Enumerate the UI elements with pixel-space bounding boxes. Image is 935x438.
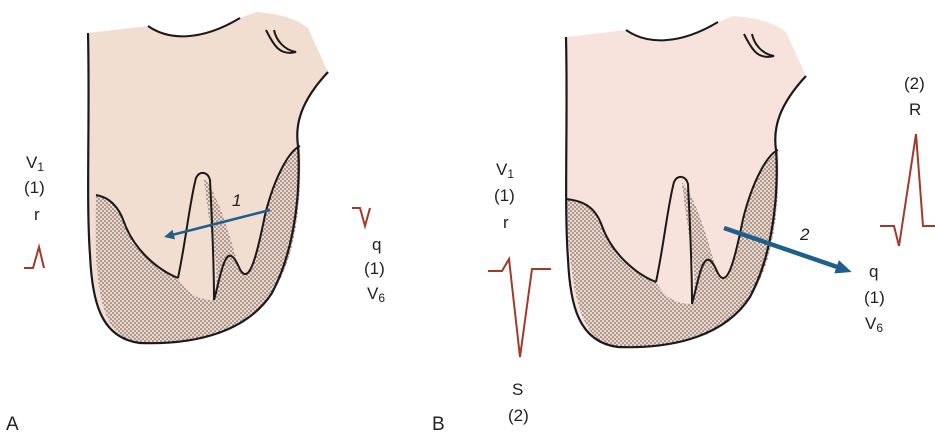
panel-b-v1-wave: r — [503, 213, 509, 233]
panel-b-v6-lead: V6 — [865, 314, 883, 338]
panel-b-v6-wave-top: R — [909, 100, 921, 120]
panel-b-v1-lead: V1 — [496, 160, 514, 184]
ecg-a-v6-trace — [352, 208, 370, 226]
ecg-b-v1-trace — [488, 259, 551, 357]
panel-b-v6-step: (1) — [864, 288, 885, 308]
vector-a-label: 1 — [232, 191, 241, 210]
panel-a-v6-wave: q — [372, 235, 381, 255]
panel-a-v6-lead: V6 — [367, 284, 385, 308]
panel-b-v1-wave2: S — [512, 380, 523, 400]
panel-b-v1-step2: (2) — [508, 406, 529, 426]
panel-b-v6-wave: q — [869, 262, 878, 282]
ecg-a-v1-trace — [24, 247, 44, 268]
panel-b-letter: B — [432, 415, 445, 435]
panel-b-v6-step-top: (2) — [904, 74, 925, 94]
heart-a: 1 — [88, 12, 328, 343]
panel-a-v1-lead: V1 — [26, 153, 44, 177]
ecg-b-v6-trace — [880, 134, 935, 246]
panel-b-v1-step: (1) — [494, 186, 515, 206]
vector-b-label: 2 — [799, 225, 810, 244]
panel-a-v1-wave: r — [34, 205, 40, 225]
panel-a-v6-step: (1) — [364, 259, 385, 279]
panel-a-letter: A — [6, 415, 19, 435]
heart-b: 2 — [566, 16, 846, 347]
panel-a-v1-step: (1) — [24, 178, 45, 198]
